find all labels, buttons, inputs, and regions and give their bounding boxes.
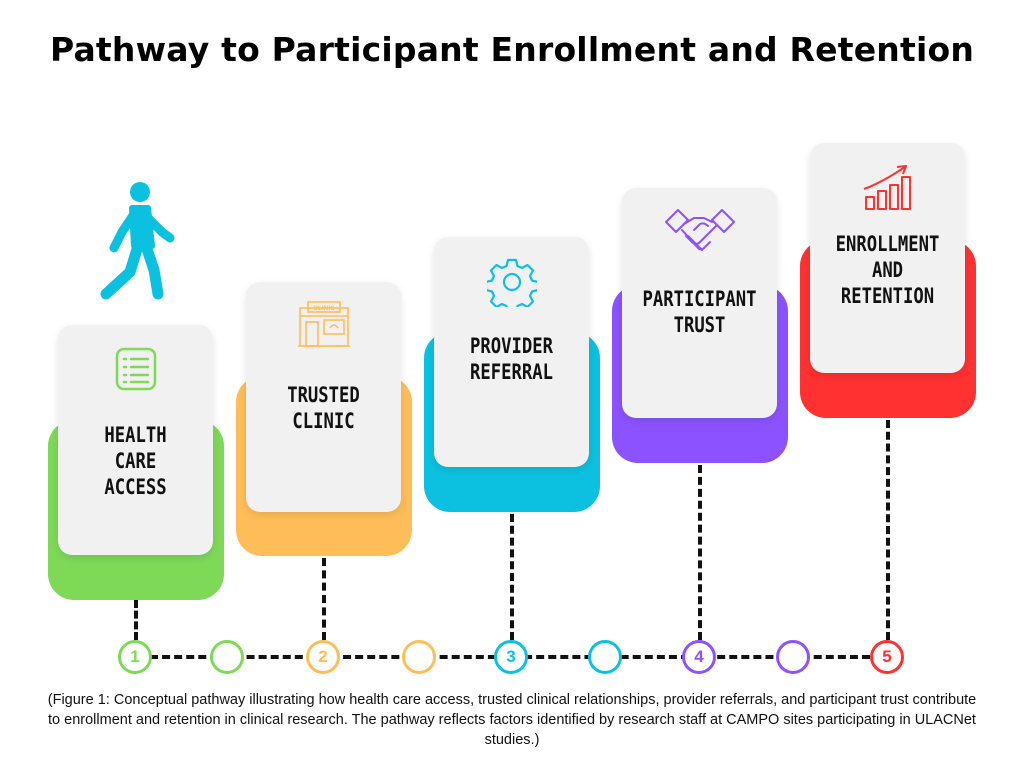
step-1-number: 1 (130, 647, 140, 666)
step-2-node: 2 (306, 640, 340, 674)
step-2-card: CLINIC TRUSTED CLINIC (246, 282, 401, 512)
step-2-number: 2 (318, 647, 328, 666)
connector-2 (322, 558, 326, 640)
step-1-card: HEALTH CARE ACCESS (58, 325, 213, 555)
connector-4 (698, 465, 702, 640)
step-5-card: ENROLLMENT AND RETENTION (810, 143, 965, 373)
step-1-label: HEALTH CARE ACCESS (104, 423, 167, 499)
clinic-sign-text: CLINIC (313, 305, 335, 312)
step-3-card: PROVIDER REFERRAL (434, 237, 589, 467)
step-5-number: 5 (882, 647, 892, 666)
handshake-icon (664, 209, 735, 251)
step-5-node: 5 (870, 640, 904, 674)
gear-icon (486, 258, 537, 307)
connector-3 (510, 514, 514, 640)
step-5-label: ENROLLMENT AND RETENTION (835, 232, 940, 308)
walking-person-icon (100, 182, 175, 300)
page-title: Pathway to Participant Enrollment and Re… (49, 30, 975, 69)
connector-1 (134, 600, 138, 640)
step-4-card: PARTICIPANT TRUST (622, 188, 777, 418)
growth-chart-icon (863, 165, 911, 210)
intermediate-node (776, 640, 810, 674)
step-4-label: PARTICIPANT TRUST (642, 287, 757, 337)
step-1-node: 1 (118, 640, 152, 674)
step-4-number: 4 (694, 647, 704, 666)
step-3-label: PROVIDER REFERRAL (470, 334, 553, 384)
figure-caption: (Figure 1: Conceptual pathway illustrati… (47, 692, 977, 748)
list-icon (115, 347, 156, 391)
step-4-node: 4 (682, 640, 716, 674)
step-3-node: 3 (494, 640, 528, 674)
step-3-number: 3 (506, 647, 516, 666)
intermediate-node (402, 640, 436, 674)
intermediate-node (588, 640, 622, 674)
clinic-icon: CLINIC (297, 301, 350, 347)
intermediate-node (210, 640, 244, 674)
step-2-label: TRUSTED CLINIC (287, 383, 360, 433)
connector-5 (886, 420, 890, 640)
